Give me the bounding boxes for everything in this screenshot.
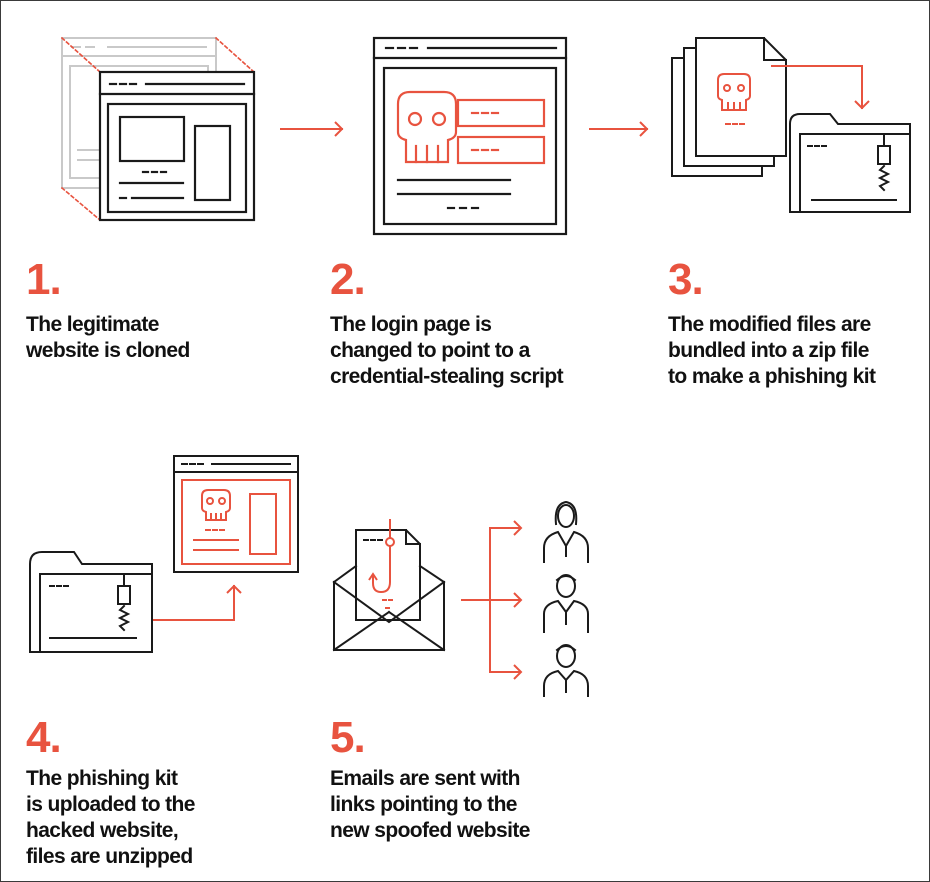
step-4-number: 4.: [26, 713, 62, 762]
step-5-number: 5.: [330, 713, 366, 762]
step-1-number: 1.: [26, 255, 62, 304]
step-5-caption-line: links pointing to the: [330, 793, 517, 816]
step-2-number: 2.: [330, 255, 366, 304]
step-4-caption-line: files are unzipped: [26, 845, 193, 868]
step-3-caption-line: to make a phishing kit: [668, 365, 876, 388]
step-3-caption-line: bundled into a zip file: [668, 339, 869, 362]
step-3-caption-line: The modified files are: [668, 313, 871, 336]
envelope-hook-icon: [332, 519, 446, 652]
zip-folder-icon: [789, 113, 911, 213]
step-3-caption: The modified files are bundled into a zi…: [668, 312, 876, 390]
step-4-caption-line: is uploaded to the: [26, 793, 195, 816]
arrow-right-icon: [589, 121, 649, 137]
hacked-website-skull-icon: [173, 455, 299, 573]
step-4-caption-line: The phishing kit: [26, 767, 178, 790]
skull-files-icon: [671, 37, 870, 177]
step-2-caption: The login page is changed to point to a …: [330, 312, 564, 390]
step-5-caption: Emails are sent with links pointing to t…: [330, 766, 530, 844]
login-page-skull-icon: [372, 36, 568, 236]
step-4-caption: The phishing kit is uploaded to the hack…: [26, 766, 195, 870]
step-1-caption-line: The legitimate: [26, 313, 159, 336]
step-5-caption-line: Emails are sent with: [330, 767, 521, 790]
step-1-caption: The legitimate website is cloned: [26, 312, 190, 364]
distribution-arrows-icon: [461, 520, 523, 680]
step-3-number: 3.: [668, 255, 704, 304]
step-5-caption-line: new spoofed website: [330, 819, 530, 842]
step-2-caption-line: credential-stealing script: [330, 365, 564, 388]
user-avatar-icon: [543, 500, 589, 697]
step-4-caption-line: hacked website,: [26, 819, 179, 842]
step-2-caption-line: The login page is: [330, 313, 492, 336]
step-1-caption-line: website is cloned: [26, 339, 190, 362]
zip-folder-icon: [29, 551, 153, 653]
arrow-up-icon: [153, 584, 242, 621]
step-2-caption-line: changed to point to a: [330, 339, 530, 362]
arrow-right-icon: [280, 121, 344, 137]
cloned-website-icon: [60, 36, 256, 222]
